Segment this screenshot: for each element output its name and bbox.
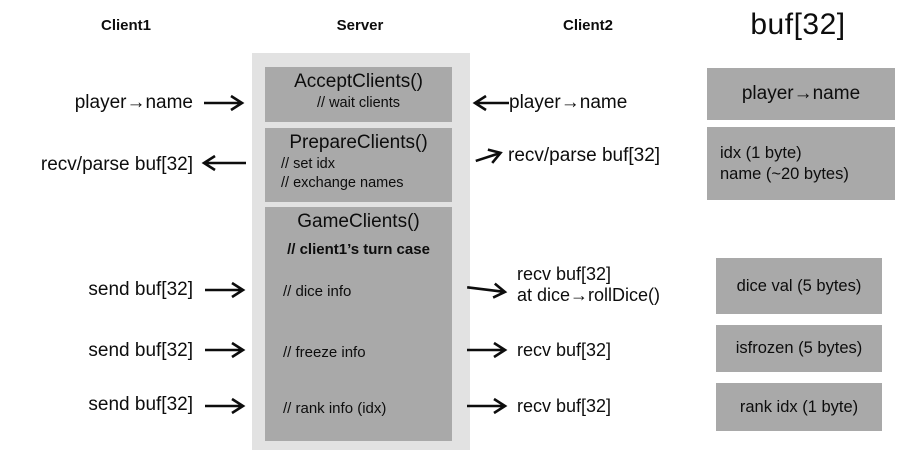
arrow-right-icon <box>465 277 513 302</box>
header-server: Server <box>336 17 384 34</box>
arrow-right-icon <box>466 340 512 360</box>
client2-recv-dice-label: recv buf[32] at dice→rollDice() <box>517 264 660 306</box>
client2-recv-dice-line2: at dice→rollDice() <box>517 285 661 305</box>
header-client2: Client2 <box>562 17 613 34</box>
arrow-left-icon <box>468 93 510 113</box>
server-box-prepare-clients: PrepareClients() // set idx // exchange … <box>265 128 452 202</box>
arrow-right-icon <box>466 396 512 416</box>
game-clients-rank-comment: // rank info (idx) <box>283 400 387 417</box>
client1-player-name-label: player→name <box>74 92 193 113</box>
arrow-right-icon <box>204 396 250 416</box>
client2-recv-dice-line1: recv buf[32] <box>517 264 612 284</box>
buf-player-name-label: player→name <box>741 83 861 104</box>
buf-box-player-name: player→name <box>707 68 895 120</box>
client2-recv-parse-label: recv/parse buf[32] <box>508 145 661 166</box>
prepare-clients-comment-set-idx: // set idx <box>281 156 335 172</box>
game-clients-title: GameClients() <box>297 211 420 232</box>
game-clients-turn-case-comment: // client1’s turn case <box>287 241 430 258</box>
prepare-clients-comment-exchange-names: // exchange names <box>281 175 404 191</box>
buf-isfrozen-label: isfrozen (5 bytes) <box>735 339 863 357</box>
arrow-left-icon <box>197 153 247 173</box>
buf-name-label: name (~20 bytes) <box>720 164 849 183</box>
server-box-game-clients: GameClients() // client1’s turn case // … <box>265 207 452 441</box>
header-client1: Client1 <box>100 17 151 34</box>
buf-dice-val-label: dice val (5 bytes) <box>736 276 862 295</box>
buf-rank-idx-label: rank idx (1 byte) <box>739 397 859 416</box>
server-box-accept-clients: AcceptClients() // wait clients <box>265 67 452 122</box>
arrow-right-icon <box>203 93 249 113</box>
game-clients-dice-comment: // dice info <box>283 283 352 300</box>
client1-recv-parse-label: recv/parse buf[32] <box>40 154 193 175</box>
client1-send-freeze-label: send buf[32] <box>88 340 193 361</box>
client2-recv-freeze-label: recv buf[32] <box>517 340 612 360</box>
buf-box-idx-name: idx (1 byte) name (~20 bytes) <box>707 127 895 200</box>
arrow-right-icon <box>204 340 250 360</box>
header-buf32: buf[32] <box>750 8 846 41</box>
buf-box-dice-val: dice val (5 bytes) <box>716 258 882 314</box>
server-column: AcceptClients() // wait clients PrepareC… <box>252 53 470 450</box>
accept-clients-comment: // wait clients <box>317 95 400 111</box>
client2-player-name-label: player→name <box>509 92 628 113</box>
client2-recv-rank-label: recv buf[32] <box>517 396 612 416</box>
buf-box-rank-idx: rank idx (1 byte) <box>716 383 882 431</box>
game-clients-freeze-comment: // freeze info <box>283 344 366 361</box>
client1-send-rank-label: send buf[32] <box>88 394 193 415</box>
accept-clients-title: AcceptClients() <box>294 71 423 92</box>
buf-idx-label: idx (1 byte) <box>720 143 802 162</box>
arrow-right-icon <box>472 141 511 171</box>
prepare-clients-title: PrepareClients() <box>289 132 428 153</box>
buf-box-isfrozen: isfrozen (5 bytes) <box>716 325 882 372</box>
arrow-right-icon <box>204 280 250 300</box>
client1-send-dice-label: send buf[32] <box>88 279 193 300</box>
